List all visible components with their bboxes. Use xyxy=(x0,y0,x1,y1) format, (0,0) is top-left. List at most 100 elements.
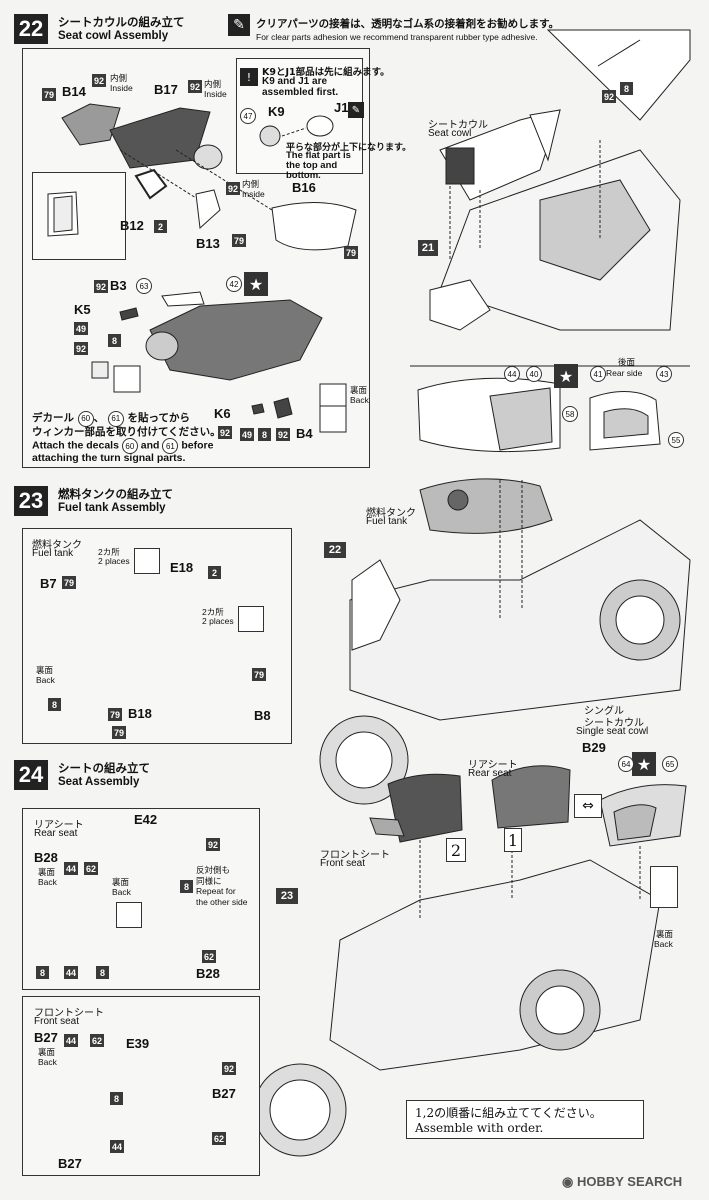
decal-42: 42 xyxy=(226,276,242,292)
part-b17: B17 xyxy=(154,82,178,97)
decal-swatch xyxy=(116,902,142,928)
decal-60: 60 xyxy=(121,438,138,454)
order-note-jp: 1,2の順番に組み立ててください。 xyxy=(415,1106,602,1120)
star-icon: ★ xyxy=(244,272,268,296)
decal-note-jp-2: 、 xyxy=(93,412,105,424)
part-b7: B7 xyxy=(40,576,57,591)
flat-note-jp: 平らな部分が上下になります。 xyxy=(286,143,412,153)
chip-79: 79 xyxy=(62,576,77,589)
back-en: Back xyxy=(38,877,57,887)
back-en: Back xyxy=(36,675,55,685)
chip-92: 92 xyxy=(602,90,617,103)
adhesive-icon: ✎ xyxy=(228,14,250,36)
repeat-en-1: Repeat for xyxy=(196,886,236,896)
places-en: 2 places xyxy=(202,616,234,626)
inside-en: Inside xyxy=(110,83,133,93)
part-b13: B13 xyxy=(196,236,220,251)
flat-note-en: The flat part is the top and bottom. xyxy=(286,150,351,181)
chip-44: 44 xyxy=(64,1034,79,1047)
chip-79: 79 xyxy=(42,88,57,101)
back-en: Back xyxy=(350,395,369,405)
chip-92: 92 xyxy=(74,342,89,355)
chip-8: 8 xyxy=(96,966,109,979)
back-jp: 裏面 xyxy=(350,385,368,395)
chip-92: 92 xyxy=(206,838,221,851)
adhesive-note-en: For clear parts adhesion we recommend tr… xyxy=(256,32,538,42)
step-22-title-en: Seat cowl Assembly xyxy=(58,30,169,42)
places-jp: 2カ所 xyxy=(98,547,120,557)
front-seat-jp: フロントシート xyxy=(34,1008,104,1019)
chip-49: 49 xyxy=(74,322,89,335)
decal-60: 60 xyxy=(77,410,94,427)
chip-8: 8 xyxy=(110,1092,123,1105)
adhesive-icon: ✎ xyxy=(348,102,364,118)
chip-79: 79 xyxy=(252,668,267,681)
repeat-jp-2: 同様に xyxy=(196,876,222,886)
single-seat-en: Single seat cowl xyxy=(576,726,649,737)
front-seat-box xyxy=(22,996,260,1176)
chip-79: 79 xyxy=(108,708,123,721)
decal-47: 47 xyxy=(240,108,256,124)
step-22-number: 22 xyxy=(14,14,48,44)
part-e39: E39 xyxy=(126,1036,150,1051)
swap-arrows-icon: ⇔ xyxy=(574,794,602,818)
chip-44: 44 xyxy=(110,1140,125,1153)
decal-40: 40 xyxy=(526,366,542,382)
decal-41: 41 xyxy=(590,366,606,382)
fuel-tank-jp: 燃料タンク xyxy=(32,540,82,551)
decal-63: 63 xyxy=(136,278,152,294)
chip-2: 2 xyxy=(208,566,221,579)
step-23-title-jp: 燃料タンクの組み立て xyxy=(58,487,173,501)
back-en: Back xyxy=(38,1057,57,1067)
order-2-marker: 2 xyxy=(446,838,466,862)
repeat-jp-1: 反対側も xyxy=(196,865,231,875)
front-seat-en: Front seat xyxy=(34,1016,80,1027)
chip-22: 22 xyxy=(324,542,346,558)
places-en: 2 places xyxy=(98,556,130,566)
decal-note-jp-1: デカール xyxy=(32,412,74,424)
part-b28: B28 xyxy=(34,850,58,865)
step-22-title-jp: シートカウルの組み立て xyxy=(58,15,185,29)
back-jp: 裏面 xyxy=(36,665,54,675)
star-icon: ★ xyxy=(632,752,656,776)
part-b27-b: B27 xyxy=(58,1156,82,1171)
rear-seat-jp: リアシート xyxy=(34,820,84,831)
chip-8: 8 xyxy=(620,82,633,95)
rear-side-en: Rear side xyxy=(606,368,643,378)
chip-92: 92 xyxy=(276,428,291,441)
decal-65: 65 xyxy=(662,756,678,772)
step-23-number: 23 xyxy=(14,486,48,516)
part-b4: B4 xyxy=(296,426,313,441)
chip-62: 62 xyxy=(212,1132,227,1145)
back-jp: 裏面 xyxy=(112,877,130,887)
chip-79: 79 xyxy=(344,246,359,259)
part-k6: K6 xyxy=(214,406,231,421)
fuel-tank-jp: 燃料タンク xyxy=(366,508,416,519)
fuel-tank-en: Fuel tank xyxy=(32,548,74,559)
k9-note-en: K9 and J1 are assembled first. xyxy=(262,76,339,98)
decal-note-jp-4: ウィンカー部品を取り付けてください。 xyxy=(32,426,221,438)
inside-jp: 内側 xyxy=(204,79,222,89)
assembly-order-note: 1,2の順番に組み立ててください。 Assemble with order. xyxy=(406,1100,644,1139)
back-jp: 裏面 xyxy=(38,867,56,877)
back-en: Back xyxy=(654,939,673,949)
chip-92: 92 xyxy=(94,280,109,293)
part-b8: B8 xyxy=(254,708,271,723)
fuel-tank-en: Fuel tank xyxy=(366,516,408,527)
chip-8: 8 xyxy=(48,698,61,711)
decal-note-en-3: before xyxy=(181,439,214,452)
part-b14: B14 xyxy=(62,84,86,99)
inside-en: Inside xyxy=(242,189,265,199)
decal-43: 43 xyxy=(656,366,672,382)
places-jp: 2カ所 xyxy=(202,607,224,617)
chip-62: 62 xyxy=(90,1034,105,1047)
back-en: Back xyxy=(112,887,131,897)
rear-side-jp: 後面 xyxy=(618,357,636,367)
chip-92: 92 xyxy=(222,1062,237,1075)
decal-note-en-2: and xyxy=(140,439,160,452)
chip-92: 92 xyxy=(188,80,203,93)
part-b28-b: B28 xyxy=(196,966,220,981)
decal-swatch xyxy=(238,606,264,632)
chip-23: 23 xyxy=(276,888,298,904)
watermark: ◉ HOBBY SEARCH xyxy=(562,1174,682,1190)
